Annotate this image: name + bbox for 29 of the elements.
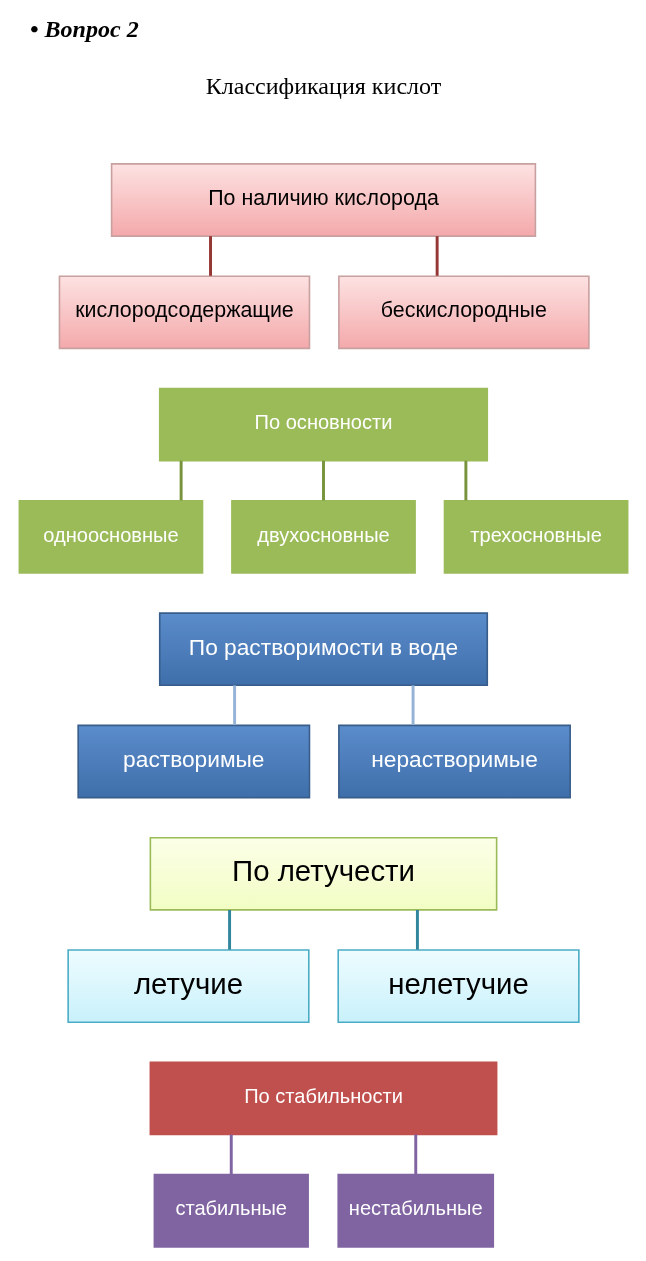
node-box: двухосновные (230, 500, 416, 574)
node-box: По наличию кислорода (110, 163, 536, 237)
node-box: трехосновные (443, 500, 628, 574)
node-box: По растворимости в воде (158, 612, 488, 687)
node-box: бескислородные (337, 275, 590, 350)
node-box: нелетучие (336, 949, 580, 1023)
connector (411, 685, 415, 726)
node-box: По летучести (149, 836, 497, 911)
connector (435, 236, 439, 276)
node-box: стабильные (153, 1173, 309, 1248)
node-box: По стабильности (149, 1061, 497, 1136)
connector (179, 460, 183, 501)
node-box: По основности (158, 387, 488, 462)
connector (208, 236, 212, 276)
node-box: кислородсодержащие (58, 275, 310, 350)
node-box: растворимые (76, 724, 310, 799)
connector (463, 460, 467, 501)
node-box: одноосновные (18, 500, 203, 574)
connector (232, 685, 236, 726)
connector (229, 1134, 233, 1175)
connector (321, 460, 325, 501)
connector (415, 909, 419, 950)
label: Классификация кислот (205, 72, 441, 99)
connector (227, 909, 231, 950)
connector (413, 1134, 417, 1175)
diagram-title: • Вопрос 2 (29, 16, 139, 43)
node-box: летучие (66, 949, 310, 1023)
node-box: нестабильные (336, 1173, 494, 1248)
node-box: нерастворимые (337, 724, 571, 799)
